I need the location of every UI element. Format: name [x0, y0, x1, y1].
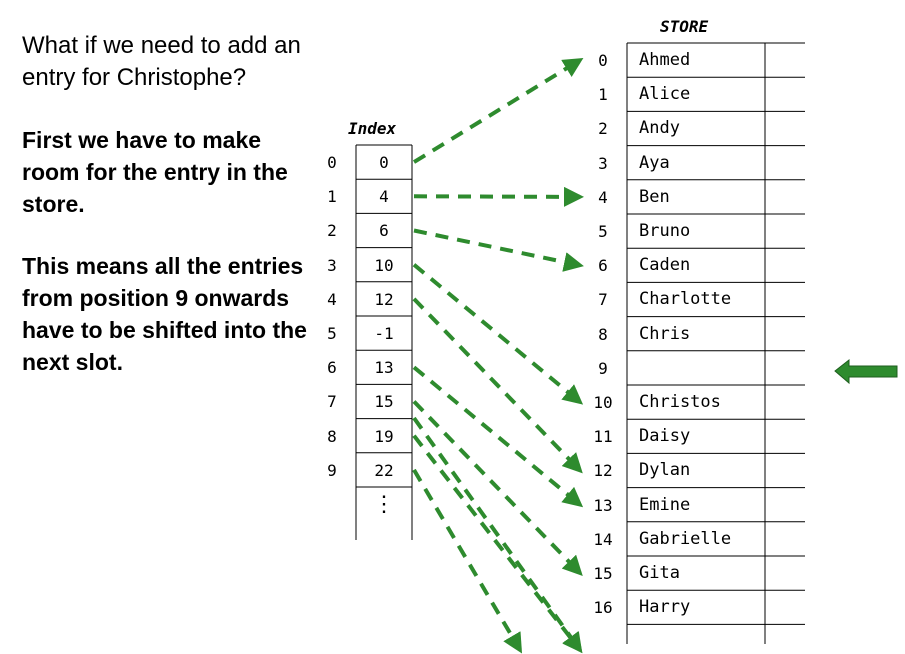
index-position-label: 5	[327, 324, 337, 343]
store-name-cell: Ahmed	[639, 50, 691, 70]
store-position-label: 0	[598, 51, 608, 70]
index-value-cell: 6	[379, 221, 389, 241]
pointer-arrow	[413, 228, 584, 272]
index-position-label: 0	[327, 153, 337, 172]
store-position-label: 9	[598, 358, 608, 378]
index-value-cell: -1	[374, 324, 394, 343]
store-position-label: 4	[598, 187, 608, 207]
explanation-step-2: This means all the entries from position…	[22, 253, 307, 375]
index-value-cell: 12	[374, 289, 394, 309]
store-name-cell: Gabrielle	[639, 528, 732, 549]
store-name-cell: Ben	[639, 186, 670, 207]
index-continuation-ellipsis: ⋮	[373, 492, 395, 517]
pointer-arrow	[412, 416, 583, 654]
index-position-label: 2	[327, 221, 337, 241]
intro-question: What if we need to add an entry for Chri…	[22, 32, 301, 91]
store-name-cell: Gita	[639, 563, 680, 583]
pointer-arrow	[412, 263, 584, 405]
store-position-label: 3	[598, 153, 608, 173]
pointer-arrow	[412, 468, 523, 654]
store-name-cell: Chris	[639, 323, 691, 344]
pointer-arrow	[412, 434, 583, 654]
index-value-cell: 0	[379, 153, 389, 172]
index-value-cell: 10	[374, 255, 394, 275]
store-name-cell: Caden	[639, 255, 691, 276]
store-position-label: 8	[598, 324, 608, 344]
store-position-label: 11	[593, 427, 613, 447]
index-value-cell: 15	[374, 392, 394, 412]
index-position-label: 8	[327, 426, 337, 446]
store-position-label: 12	[593, 461, 613, 481]
explanation-text: What if we need to add an entry for Chri…	[22, 30, 312, 378]
pointer-arrow	[412, 297, 583, 474]
store-name-cell: Harry	[639, 597, 691, 618]
store-position-label: 13	[593, 495, 613, 515]
store-name-cell: Aya	[639, 152, 670, 173]
store-name-cell: Andy	[639, 118, 680, 139]
store-position-label: 7	[598, 290, 608, 310]
index-position-label: 4	[327, 289, 337, 309]
store-name-cell: Charlotte	[639, 289, 732, 310]
store-name-cell: Dylan	[639, 460, 691, 481]
index-title: Index	[348, 119, 397, 138]
index-value-cell: 19	[374, 426, 394, 446]
store-position-label: 2	[598, 119, 608, 139]
index-table-grid	[355, 144, 413, 540]
store-table-grid	[626, 42, 805, 644]
index-position-label: 3	[327, 255, 337, 275]
store-position-label: 6	[598, 256, 608, 276]
index-position-label: 7	[327, 392, 337, 412]
store-name-cell: Alice	[639, 84, 691, 105]
pointer-arrow	[412, 365, 584, 508]
store-name-cell: Daisy	[639, 426, 691, 447]
store-position-label: 1	[598, 85, 608, 105]
store-name-cell: Christos	[639, 392, 721, 412]
pointer-arrow	[413, 186, 584, 207]
pointer-arrows	[412, 58, 584, 654]
store-name-cell: Bruno	[639, 221, 691, 241]
store-title: STORE	[660, 17, 709, 36]
store-position-label: 15	[593, 564, 613, 583]
index-value-cell: 13	[374, 358, 394, 378]
index-position-label: 6	[327, 358, 337, 378]
store-position-label: 10	[593, 393, 613, 412]
insert-position-arrow	[834, 358, 898, 385]
index-value-cell: 22	[374, 460, 394, 480]
store-position-label: 14	[593, 529, 613, 549]
explanation-step-1: First we have to make room for the entry…	[22, 127, 288, 217]
index-position-label: 9	[327, 460, 337, 480]
store-name-cell: Emine	[639, 494, 691, 515]
store-position-label: 16	[593, 598, 613, 618]
pointer-arrow	[412, 400, 583, 576]
index-value-cell: 4	[379, 187, 389, 207]
index-position-label: 1	[327, 187, 337, 207]
store-position-label: 5	[598, 222, 608, 241]
pointer-arrow	[412, 58, 584, 164]
